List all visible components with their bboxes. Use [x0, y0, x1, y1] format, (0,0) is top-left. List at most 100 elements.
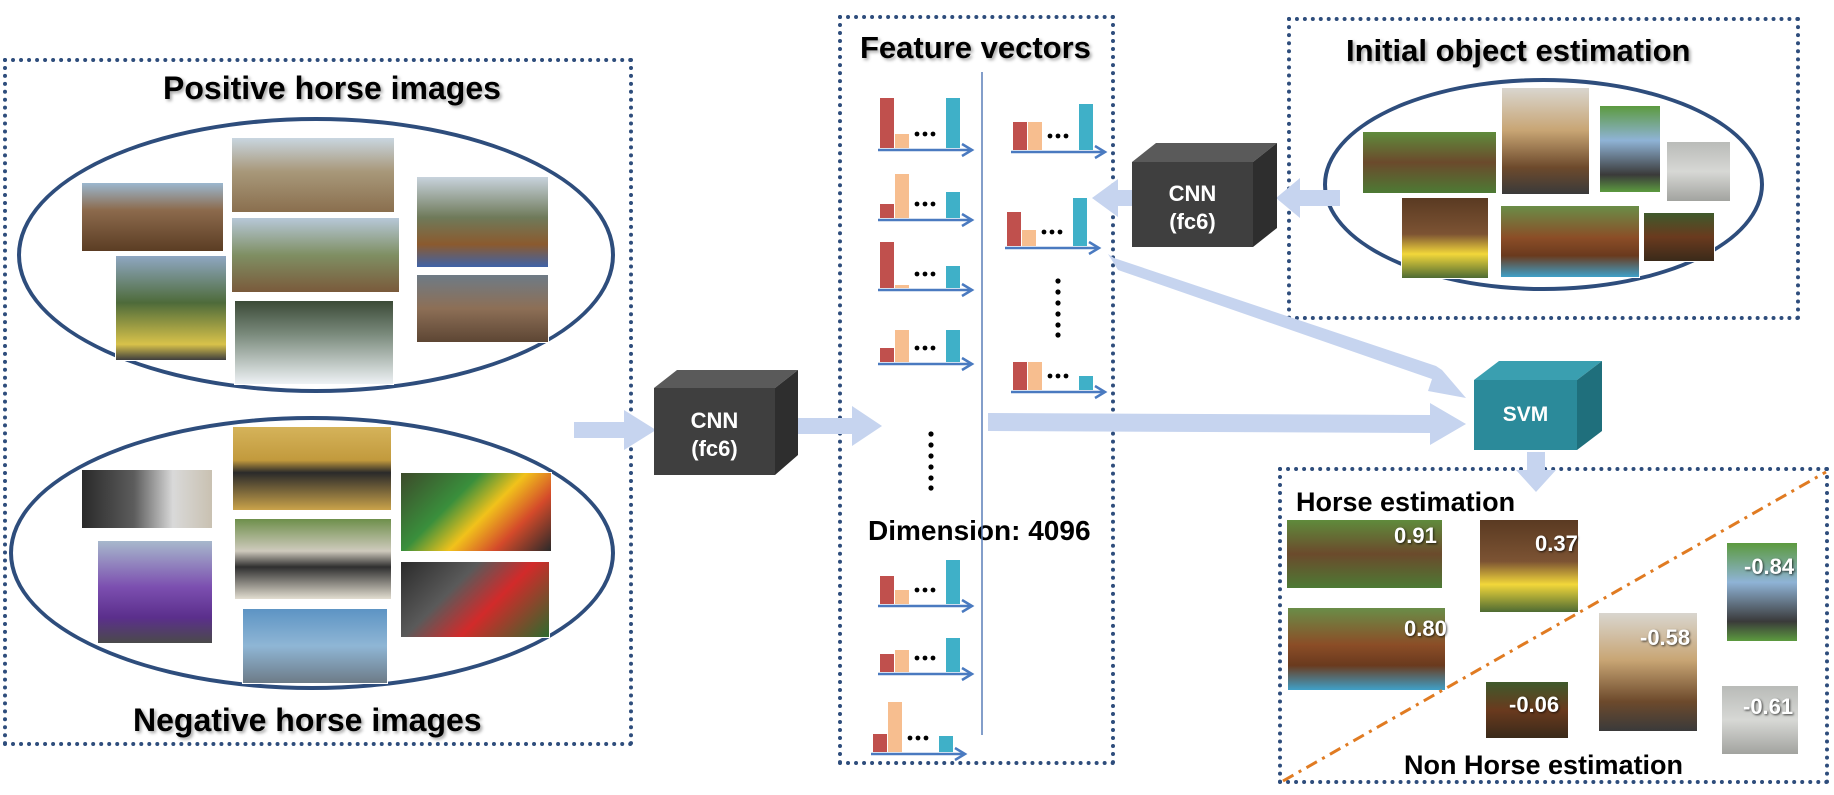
arrow-left-to-cnn [574, 410, 656, 450]
feature-vectors-title: Feature vectors [860, 30, 1091, 65]
ellipsis-dot [928, 464, 934, 470]
decision-boundary-line [1282, 470, 1827, 783]
ellipsis-dot [922, 345, 928, 351]
ellipsis-dot [1057, 229, 1063, 235]
result-image [1286, 519, 1443, 589]
feature-axis-head [1088, 240, 1102, 256]
result-image [1721, 685, 1799, 755]
ellipsis-dot [922, 201, 928, 207]
negative-image [242, 608, 388, 684]
feature-bar [1013, 362, 1027, 390]
feature-axis-head [961, 666, 975, 682]
feature-axis-head [961, 282, 975, 298]
ellipsis-dot [922, 271, 928, 277]
negative-image [400, 561, 550, 638]
positive-image [231, 217, 400, 293]
score-label: 0.80 [1404, 616, 1447, 641]
ellipsis-dot [1055, 133, 1061, 139]
feature-bar [946, 330, 960, 362]
ellipsis-dot [914, 655, 920, 661]
initial-image [1599, 105, 1661, 193]
feature-bar [1013, 122, 1027, 150]
feature-axis-head [961, 598, 975, 614]
ellipsis-dot [922, 655, 928, 661]
feature-bar [880, 242, 894, 288]
cnn-secondary-label: CNN (fc6) [1168, 181, 1217, 234]
feature-bar [1079, 104, 1093, 150]
ellipsis-dot [930, 201, 936, 207]
ellipsis-dot [1055, 289, 1061, 295]
cnn-main-cube-side [775, 370, 798, 475]
feature-bar [895, 285, 909, 288]
score-label: -0.58 [1640, 625, 1691, 650]
negative-image [400, 472, 552, 552]
arrow-cnn2-to-features [1092, 179, 1140, 217]
feature-bar [895, 174, 909, 218]
initial-estimation-panel [1287, 17, 1800, 320]
svm-cube-side [1577, 361, 1602, 450]
ellipsis-dot [930, 345, 936, 351]
negative-ellipse [9, 416, 615, 690]
negative-title: Negative horse images [133, 702, 482, 738]
ellipsis-dot [907, 735, 913, 741]
ellipsis-dot [930, 131, 936, 137]
feature-axis-head [961, 212, 975, 228]
feature-bar-glyph [878, 560, 975, 614]
ellipsis-dot [1063, 373, 1069, 379]
positive-image [416, 274, 549, 343]
feature-bar [946, 638, 960, 672]
score-label: -0.61 [1743, 694, 1794, 719]
ellipsis-dots [928, 278, 1061, 491]
feature-bar [939, 736, 953, 752]
svm-label: SVM [1502, 403, 1549, 426]
non-horse-estimation-title: Non Horse estimation [1404, 750, 1684, 780]
feature-axis-head [954, 746, 968, 762]
ellipsis-dot [928, 453, 934, 459]
cnn-main-cube-front [654, 388, 775, 475]
svm-estimation-panel [1278, 467, 1829, 784]
score-label: 0.91 [1394, 523, 1437, 548]
feature-bar [888, 702, 902, 752]
ellipsis-dot [930, 655, 936, 661]
cnn-secondary-cube-side [1253, 143, 1277, 247]
ellipsis-dot [1055, 332, 1061, 338]
feature-bar [880, 98, 894, 148]
ellipsis-dot [915, 735, 921, 741]
feature-bar [1028, 122, 1042, 150]
result-image [1485, 681, 1569, 739]
ellipsis-dot [1055, 373, 1061, 379]
cnn-main-cube [654, 370, 798, 475]
positive-ellipse [17, 117, 615, 393]
ellipsis-dot [922, 587, 928, 593]
feature-bar-glyph [878, 638, 975, 682]
initial-image [1362, 131, 1497, 194]
feature-axis-head [1094, 384, 1108, 400]
positive-image [231, 137, 395, 213]
dimension-label: Dimension: 4096 [868, 515, 1091, 546]
initial-image [1500, 205, 1640, 278]
feature-bar [1028, 362, 1042, 390]
feature-bar-glyph [878, 174, 975, 228]
result-image [1598, 612, 1698, 732]
ellipsis-dot [930, 271, 936, 277]
arrow-initial-to-cnn2 [1276, 178, 1340, 218]
initial-image [1401, 197, 1489, 279]
ellipsis-dot [914, 201, 920, 207]
result-image [1726, 542, 1798, 642]
feature-bar [1007, 212, 1021, 246]
ellipsis-dot [914, 587, 920, 593]
cnn-secondary-cube [1132, 143, 1277, 247]
ellipsis-dot [1063, 133, 1069, 139]
feature-bar [946, 192, 960, 218]
cnn-secondary-cube-top [1132, 143, 1277, 162]
feature-bar [895, 590, 909, 604]
feature-bar-glyph [871, 702, 968, 762]
ellipsis-dot [928, 442, 934, 448]
score-label: -0.84 [1744, 554, 1795, 579]
negative-image [97, 540, 213, 644]
ellipsis-dot [923, 735, 929, 741]
feature-bar [880, 204, 894, 218]
feature-axis-head [1094, 144, 1108, 160]
svm-cube-top [1474, 361, 1602, 380]
ellipsis-dot [1055, 278, 1061, 284]
